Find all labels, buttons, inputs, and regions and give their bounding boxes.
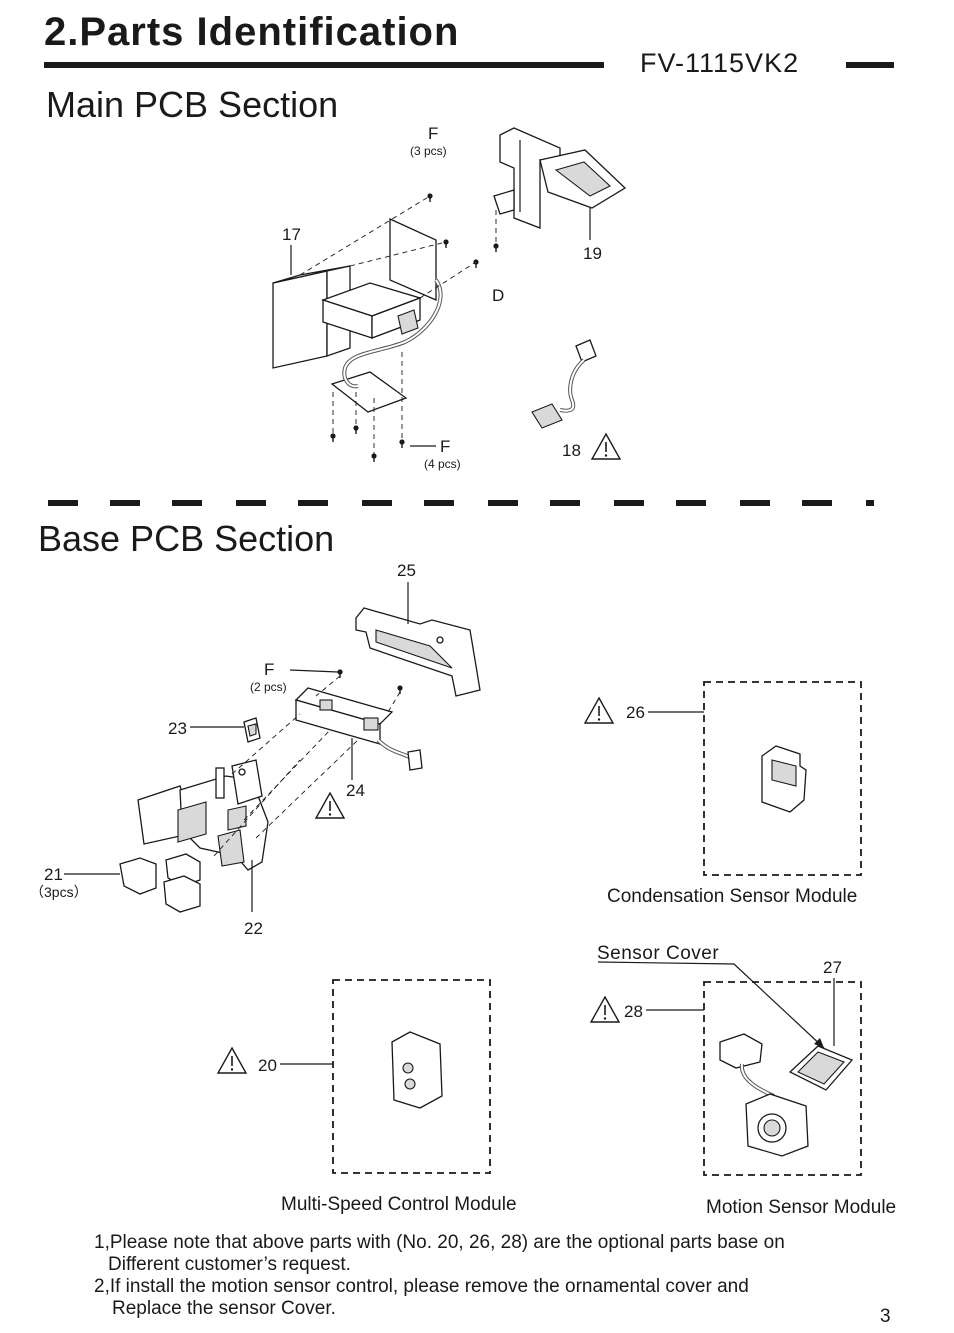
- page-title: 2.Parts Identification: [44, 10, 460, 54]
- label-sensor-cover: Sensor Cover: [597, 943, 720, 964]
- label-part-19: 19: [583, 244, 602, 263]
- label-part-20: 20: [258, 1056, 277, 1075]
- note-1-line-2: Different customer’s request.: [108, 1254, 351, 1275]
- caption-multi-speed-control: Multi-Speed Control Module: [281, 1194, 517, 1215]
- label-part-24: 24: [346, 781, 365, 800]
- label-f-base-qty: (2 pcs): [250, 680, 287, 694]
- label-d: D: [492, 286, 505, 305]
- part-23-clip: [190, 717, 261, 743]
- label-f-base: F: [264, 660, 275, 679]
- note-2-line-2: Replace the sensor Cover.: [112, 1298, 336, 1319]
- label-part-21-qty: （3pcs）: [30, 884, 88, 900]
- label-f-bottom: F: [440, 437, 451, 456]
- main-pcb-heading: Main PCB Section: [46, 84, 339, 125]
- part-21-clips: [64, 853, 201, 913]
- part-24-base-pcb: [294, 687, 423, 819]
- multi-speed-control-box: [217, 979, 491, 1174]
- note-1-line-1: 1,Please note that above parts with (No.…: [94, 1232, 785, 1253]
- label-part-21: 21: [44, 865, 63, 884]
- base-pcb-heading: Base PCB Section: [38, 518, 335, 559]
- part-22-base-assembly: [137, 713, 361, 912]
- label-part-26: 26: [626, 703, 645, 722]
- label-f-bottom-qty: (4 pcs): [424, 457, 461, 471]
- label-part-23: 23: [168, 719, 187, 738]
- label-f-top: F: [428, 124, 439, 143]
- label-part-28: 28: [624, 1002, 643, 1021]
- part-18-cable-harness: [531, 339, 621, 460]
- page-number: 3: [880, 1306, 891, 1327]
- main-pcb-module: [321, 282, 423, 339]
- base-screws: [289, 668, 404, 713]
- part-19-bracket: [493, 127, 627, 240]
- header-rule: [44, 62, 604, 68]
- label-part-25: 25: [397, 561, 416, 580]
- caption-motion-sensor: Motion Sensor Module: [706, 1197, 897, 1218]
- label-part-18: 18: [562, 441, 581, 460]
- note-2-line-1: 2,If install the motion sensor control, …: [94, 1276, 749, 1297]
- label-part-27: 27: [823, 958, 842, 977]
- caption-condensation-sensor: Condensation Sensor Module: [607, 886, 858, 907]
- main-pcb-plate-upper: [389, 217, 437, 301]
- motion-sensor-box: [590, 961, 862, 1176]
- label-part-17: 17: [282, 225, 301, 244]
- condensation-sensor-box: [584, 681, 862, 876]
- model-number: FV-1115VK2: [640, 48, 800, 78]
- label-f-top-qty: (3 pcs): [410, 144, 447, 158]
- main-pcb-assembly: [272, 192, 500, 463]
- header-rule-end: [846, 62, 894, 68]
- label-part-22: 22: [244, 919, 263, 938]
- section-separator: [48, 500, 874, 506]
- part-25-frame: [355, 582, 481, 697]
